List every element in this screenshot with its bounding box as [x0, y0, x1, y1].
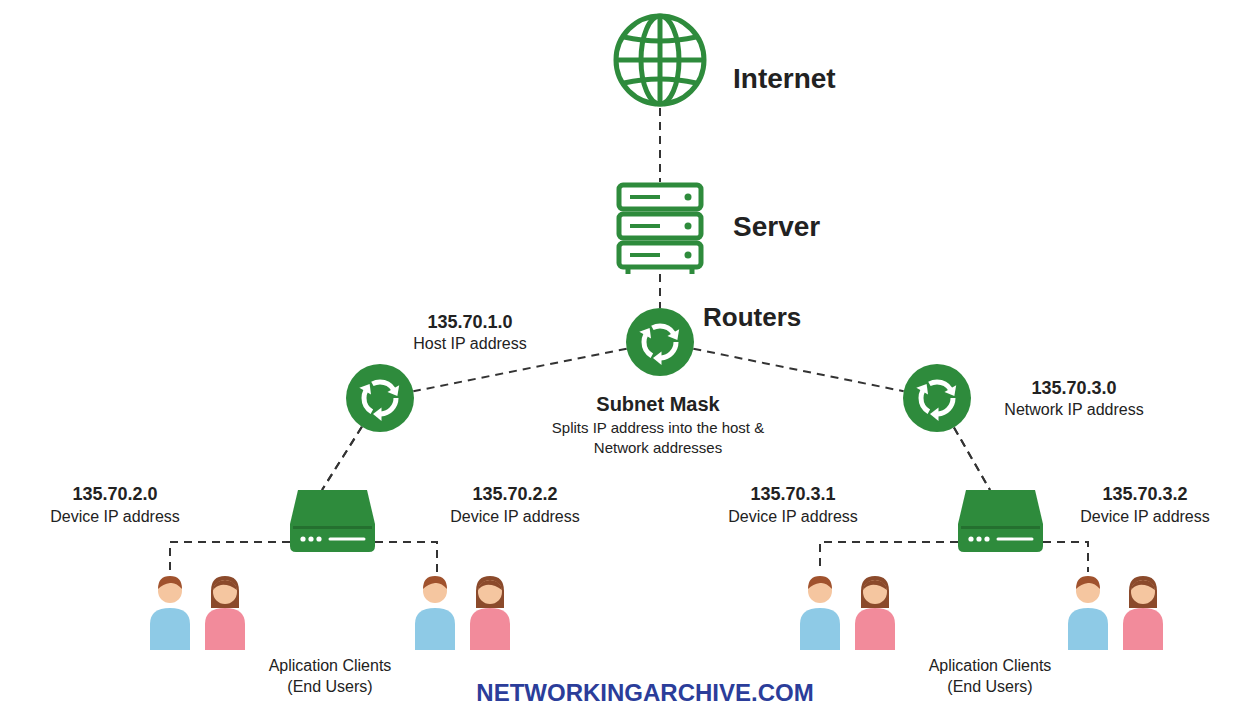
address-type: Device IP address	[450, 507, 580, 526]
dashed-link	[659, 108, 661, 182]
ip-address: 135.70.1.0	[427, 312, 512, 334]
dashed-link	[413, 349, 626, 392]
router-node: Routers	[626, 308, 694, 376]
subnet-note: Splits IP address into the host & Networ…	[523, 418, 793, 458]
switch-icon	[290, 490, 375, 552]
router-icon	[346, 364, 414, 432]
dashed-link	[954, 427, 1088, 572]
watermark: NETWORKINGARCHIVE.COM	[476, 678, 813, 707]
group-caption: Aplication Clients (End Users)	[915, 655, 1065, 697]
ip-address: 135.70.3.2	[1102, 484, 1187, 506]
ip-address: 135.70.2.2	[472, 484, 557, 506]
internet-node: Internet	[612, 14, 708, 108]
router-node: 135.70.1.0Host IP address	[346, 364, 414, 432]
server-icon	[619, 185, 701, 274]
node-title: Routers	[703, 302, 801, 333]
address-type: Device IP address	[50, 507, 180, 526]
router-node: 135.70.3.0Network IP address	[903, 364, 971, 432]
address-type: Device IP address	[1080, 507, 1210, 526]
subnet-heading: Subnet Mask	[596, 392, 719, 417]
client-node: 135.70.2.2Device IP address	[410, 572, 520, 650]
user-figures	[1068, 576, 1163, 650]
group-caption: Aplication Clients (End Users)	[255, 655, 405, 697]
address-type: Host IP address	[413, 334, 527, 353]
dashed-link	[693, 349, 903, 392]
address-type: Device IP address	[728, 507, 858, 526]
client-node: 135.70.3.2Device IP address	[1063, 572, 1173, 650]
dashed-link	[659, 274, 661, 308]
user-figures	[415, 576, 510, 650]
router-icon	[626, 308, 694, 376]
ip-address: 135.70.3.1	[750, 484, 835, 506]
ip-address: 135.70.2.0	[72, 484, 157, 506]
ip-address: 135.70.3.0	[1031, 378, 1116, 400]
user-figures	[150, 576, 245, 650]
address-type: Network IP address	[1004, 400, 1143, 419]
client-node: 135.70.3.1Device IP address	[795, 572, 905, 650]
switch-icon	[958, 490, 1043, 552]
server-node: Server	[616, 182, 704, 274]
node-title: Server	[733, 210, 820, 244]
globe-icon	[616, 16, 704, 104]
user-figures	[800, 576, 895, 650]
client-node: 135.70.2.0Device IP address	[145, 572, 255, 650]
router-icon	[903, 364, 971, 432]
node-title: Internet	[733, 62, 836, 96]
